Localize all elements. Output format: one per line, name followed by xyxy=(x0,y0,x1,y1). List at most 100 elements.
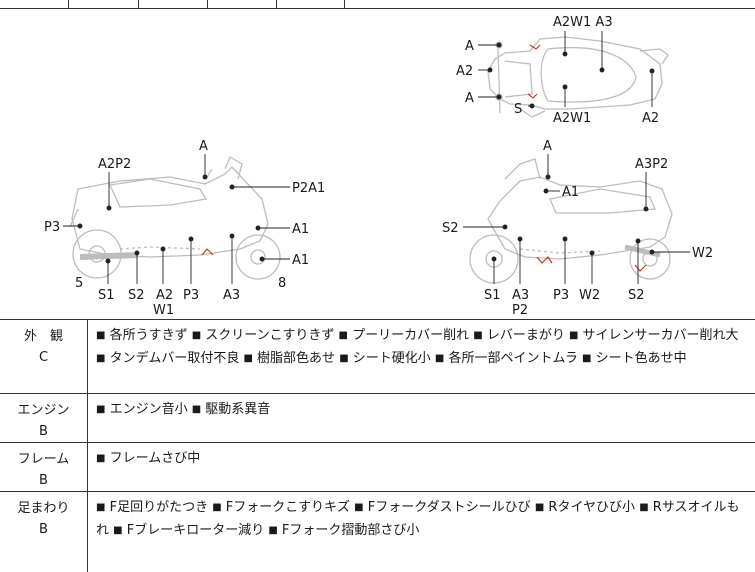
condition-item: ■ シート色あせ中 xyxy=(582,351,687,366)
category-grade: B xyxy=(39,522,48,537)
condition-row-frame: フレーム B ■ フレームさび中 xyxy=(0,443,755,492)
condition-item: ■ レバーまがり xyxy=(473,328,569,343)
condition-item-text: シート色あせ中 xyxy=(591,351,687,366)
label-left-a2: A2 xyxy=(156,288,173,303)
label-left-5: 5 xyxy=(75,276,83,291)
condition-row-suspension: 足まわり B ■ F足回りがたつき ■ Fフォークこすりキズ ■ Fフォークダス… xyxy=(0,492,755,572)
label-left-p2a1: P2A1 xyxy=(292,181,325,196)
previous-table-strip xyxy=(0,0,755,8)
bullet-icon: ■ xyxy=(473,330,483,341)
label-top-s: S xyxy=(514,102,522,117)
category-grade: B xyxy=(39,424,48,439)
condition-row-exterior: 外 観 C ■ 各所うすきず ■ スクリーンこすりきず ■ プーリーカバー削れ … xyxy=(0,320,755,394)
label-left-s2: S2 xyxy=(128,288,145,303)
condition-item-text: Fブレーキローター減り xyxy=(122,523,269,538)
condition-item: ■ 各所一部ペイントムラ xyxy=(435,351,582,366)
condition-item: ■ Fフォークダストシールひび xyxy=(354,500,535,515)
label-left-w1: W1 xyxy=(153,303,174,318)
condition-item: ■ 各所うすきず xyxy=(96,328,192,343)
label-right-s2-bottom: S2 xyxy=(628,288,645,303)
label-top-a2-right: A2 xyxy=(642,111,659,126)
damage-mark xyxy=(634,264,647,272)
bullet-icon: ■ xyxy=(338,330,348,341)
condition-items: ■ 各所うすきず ■ スクリーンこすりきず ■ プーリーカバー削れ ■ レバーま… xyxy=(88,320,755,393)
row-label: 外 観 C xyxy=(0,320,88,393)
condition-item: ■ スクリーンこすりきず xyxy=(192,328,339,343)
label-right-s1: S1 xyxy=(484,288,501,303)
bullet-icon: ■ xyxy=(568,330,579,341)
bullet-icon: ■ xyxy=(96,330,106,341)
label-left-a1-top: A1 xyxy=(292,222,309,237)
label-right-a3: A3 xyxy=(512,288,529,303)
bullet-icon: ■ xyxy=(339,353,349,364)
condition-item-text: サイレンサーカバー削れ大 xyxy=(578,328,739,343)
label-right-w2-side: W2 xyxy=(692,246,713,261)
condition-item: ■ シート硬化小 xyxy=(339,351,435,366)
label-top-a2w1a3: A2W1 A3 xyxy=(553,15,613,30)
category-name: 足まわり xyxy=(17,501,70,516)
label-top-a-lower: A xyxy=(465,91,474,106)
condition-table: 外 観 C ■ 各所うすきず ■ スクリーンこすりきず ■ プーリーカバー削れ … xyxy=(0,319,755,572)
condition-item-text: 樹脂部色あせ xyxy=(252,351,340,366)
label-left-p3: P3 xyxy=(44,220,60,235)
bullet-icon: ■ xyxy=(191,330,202,341)
condition-item-text: レバーまがり xyxy=(482,328,569,343)
condition-item: ■ フレームさび中 xyxy=(96,451,200,466)
condition-item: ■ タンデムバー取付不良 xyxy=(96,351,243,366)
scooter-damage-diagram: A2W1 A3 A A2 A S A2W1 A2 A A2P2 P2A1 P3 … xyxy=(44,15,713,318)
category-grade: C xyxy=(38,350,49,365)
row-label: 足まわり B xyxy=(0,492,88,572)
bullet-icon: ■ xyxy=(534,502,545,513)
condition-item-text: フレームさび中 xyxy=(105,451,201,466)
label-top-a-upper: A xyxy=(465,39,474,54)
right-view-scooter xyxy=(469,158,673,284)
bullet-icon: ■ xyxy=(96,353,106,364)
label-right-a3p2: A3P2 xyxy=(635,157,668,172)
damage-mark xyxy=(201,248,214,256)
condition-item: ■ Fブレーキローター減り xyxy=(113,523,268,538)
condition-item-text: 各所うすきず xyxy=(105,328,192,343)
condition-items: ■ フレームさび中 xyxy=(88,443,755,491)
label-left-a3: A3 xyxy=(223,288,240,303)
label-left-a: A xyxy=(199,139,208,154)
label-right-p2: P2 xyxy=(512,303,528,318)
left-view-scooter xyxy=(69,156,281,280)
bullet-icon: ■ xyxy=(96,502,106,513)
bullet-icon: ■ xyxy=(212,502,222,513)
bullet-icon: ■ xyxy=(268,525,278,536)
bullet-icon: ■ xyxy=(191,404,202,415)
condition-item-text: Fフォーク摺動部さび小 xyxy=(277,523,420,538)
bullet-icon: ■ xyxy=(354,502,364,513)
condition-items: ■ エンジン音小 ■ 駆動系異音 xyxy=(88,394,755,442)
bullet-icon: ■ xyxy=(581,353,592,364)
condition-item: ■ Rサスオイルもれ xyxy=(96,500,740,538)
condition-item-text: Rサスオイルもれ xyxy=(96,500,740,538)
condition-item: ■ 樹脂部色あせ xyxy=(243,351,339,366)
condition-item-text: F足回りがたつき xyxy=(105,500,213,515)
condition-item-text: 駆動系異音 xyxy=(201,402,271,417)
condition-item: ■ エンジン音小 xyxy=(96,402,192,417)
label-left-s1: S1 xyxy=(98,288,115,303)
condition-item-text: シート硬化小 xyxy=(348,351,435,366)
condition-item-text: Fフォークこすりキズ xyxy=(221,500,355,515)
category-grade: B xyxy=(39,473,48,488)
condition-item: ■ サイレンサーカバー削れ大 xyxy=(569,328,739,343)
damage-mark xyxy=(536,256,553,264)
bullet-icon: ■ xyxy=(243,353,253,364)
row-label: フレーム B xyxy=(0,443,88,491)
category-name: フレーム xyxy=(17,452,70,467)
condition-item-text: Fフォークダストシールひび xyxy=(363,500,535,515)
condition-item-text: Rタイヤひび小 xyxy=(544,500,640,515)
label-top-a2-left: A2 xyxy=(456,64,473,79)
damage-mark xyxy=(529,44,541,50)
category-name: 外 観 xyxy=(23,329,63,344)
bullet-icon: ■ xyxy=(96,453,106,464)
label-right-w2: W2 xyxy=(579,288,600,303)
bullet-icon: ■ xyxy=(639,502,649,513)
label-left-a2p2: A2P2 xyxy=(98,157,131,172)
condition-item: ■ 駆動系異音 xyxy=(192,402,271,417)
bullet-icon: ■ xyxy=(113,525,123,536)
top-divider xyxy=(0,8,755,9)
label-right-p3: P3 xyxy=(553,288,569,303)
condition-item-text: スクリーンこすりきず xyxy=(201,328,339,343)
